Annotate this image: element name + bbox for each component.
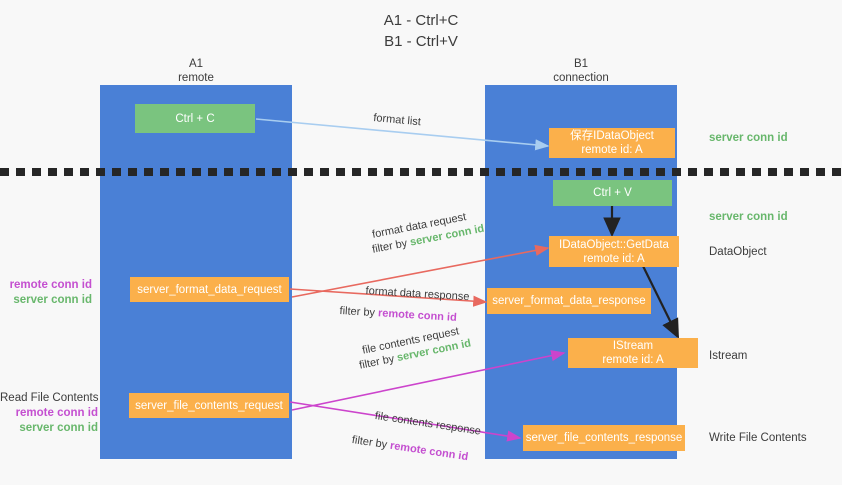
box-server-file-contents-response[interactable]: server_file_contents_response (523, 425, 685, 451)
box-server-format-data-response-label: server_format_data_response (492, 295, 646, 307)
box-server-file-contents-request-label: server_file_contents_request (135, 399, 283, 412)
box-ctrl-v[interactable]: Ctrl + V (553, 180, 672, 206)
left-label-format-conn-ids: remote conn id server conn id (0, 278, 92, 308)
left-label-read-file-contents: Read File Contents (0, 392, 99, 404)
left-label-file-server-conn-id: server conn id (19, 422, 98, 434)
right-label-write-file-contents: Write File Contents (709, 432, 807, 444)
lane-b1-name: B1 (573, 58, 589, 70)
box-server-file-contents-response-label: server_file_contents_response (525, 432, 683, 444)
box-ctrl-v-label: Ctrl + V (593, 187, 632, 199)
box-store-idataobject-line1: 保存IDataObject (570, 130, 654, 142)
diagram-title: A1 - Ctrl+C B1 - Ctrl+V (0, 10, 842, 52)
box-getdata[interactable]: IDataObject::GetData remote id: A (549, 236, 679, 267)
edge-label-file-contents-response: file contents response (374, 409, 482, 438)
box-server-format-data-request[interactable]: server_format_data_request (130, 277, 289, 302)
box-store-idataobject[interactable]: 保存IDataObject remote id: A (549, 128, 675, 158)
box-server-format-data-response[interactable]: server_format_data_response (487, 288, 651, 314)
lane-a1-name: A1 (188, 58, 204, 70)
lane-header-b1: B1 connection (485, 57, 677, 85)
left-label-format-server-conn-id: server conn id (13, 294, 92, 306)
box-getdata-line2: remote id: A (583, 252, 645, 265)
title-line-1: A1 - Ctrl+C (383, 12, 459, 29)
box-server-file-contents-request[interactable]: server_file_contents_request (129, 393, 289, 418)
right-label-server-conn-id-top: server conn id (709, 132, 788, 144)
box-server-format-data-request-label: server_format_data_request (137, 283, 282, 296)
edge-label-file-contents-response-filter: filter by remote conn id (351, 433, 469, 464)
filter-value-remote-conn-id-1: remote conn id (377, 307, 458, 324)
right-label-istream: Istream (709, 350, 748, 362)
title-line-2: B1 - Ctrl+V (384, 33, 458, 50)
box-store-idataobject-line2: remote id: A (581, 144, 643, 156)
box-ctrl-c[interactable]: Ctrl + C (135, 104, 255, 133)
lane-b1-sub: connection (553, 72, 609, 84)
box-ctrl-c-label: Ctrl + C (175, 112, 215, 125)
filter-value-remote-conn-id-2: remote conn id (389, 439, 469, 464)
box-istream-line2: remote id: A (602, 354, 664, 366)
left-label-read-file-contents-group: Read File Contents remote conn id server… (0, 391, 98, 436)
box-istream-line1: IStream (612, 340, 654, 352)
box-getdata-line1: IDataObject::GetData (559, 238, 669, 251)
edge-label-format-list: format list (372, 111, 422, 129)
right-label-server-conn-id-mid: server conn id (709, 211, 788, 223)
phase-divider-dashed-line (0, 168, 842, 176)
box-istream[interactable]: IStream remote id: A (568, 338, 698, 368)
right-label-dataobject: DataObject (709, 246, 767, 258)
left-label-format-remote-conn-id: remote conn id (9, 279, 92, 291)
edge-label-format-data-response-filter: filter by remote conn id (339, 304, 458, 324)
lane-a1-sub: remote (178, 72, 214, 84)
left-label-file-remote-conn-id: remote conn id (15, 407, 98, 419)
lane-header-a1: A1 remote (100, 57, 292, 85)
edge-label-format-data-response: format data response (365, 284, 470, 304)
